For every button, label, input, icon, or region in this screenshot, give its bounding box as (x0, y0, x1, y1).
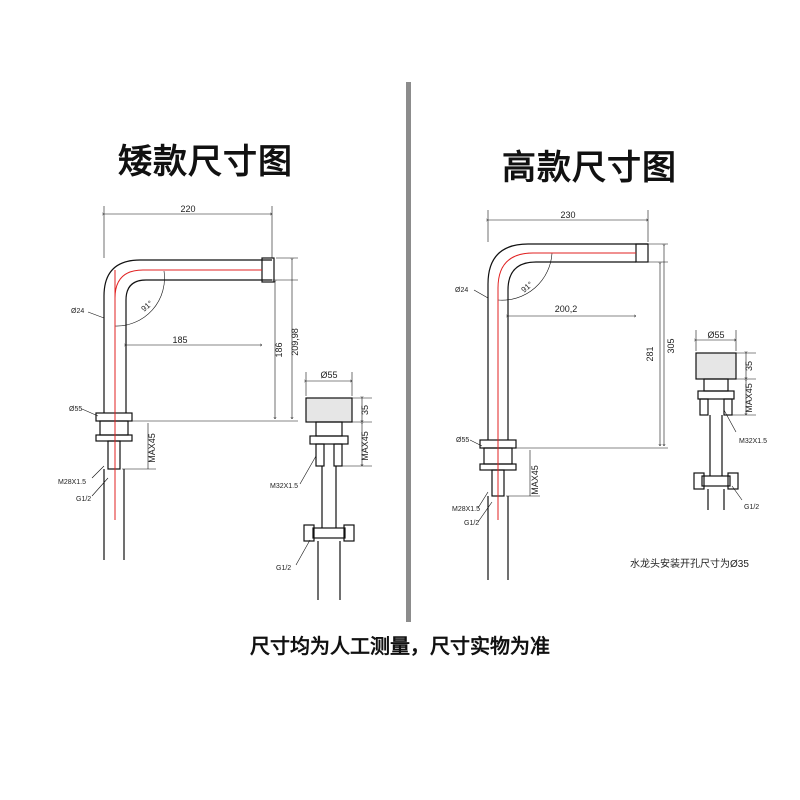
center-divider (406, 82, 411, 622)
short-width-label: 220 (180, 204, 195, 214)
tall-height2-label: 305 (666, 338, 676, 353)
tall-inner-width-label: 200,2 (555, 304, 578, 314)
short-height1-label: 186 (274, 342, 284, 357)
short-handle-max: MAX45 (360, 431, 370, 461)
tall-handle-pipe: G1/2 (744, 504, 759, 511)
tall-angle-label: 91° (520, 280, 535, 295)
tall-handle-diameter: Ø55 (707, 330, 724, 340)
tall-width-label: 230 (560, 210, 575, 220)
short-inner-width-label: 185 (172, 335, 187, 345)
tall-handle-height: 35 (744, 361, 754, 371)
short-handle-pipe: G1/2 (276, 565, 291, 572)
short-max-label: MAX45 (147, 433, 157, 463)
short-height2-label: 209,98 (290, 328, 300, 356)
tall-faucet-centerline (497, 252, 636, 520)
short-handle-diameter: Ø55 (320, 370, 337, 380)
short-handle-height: 35 (360, 405, 370, 415)
short-thread-label: M28X1.5 (58, 479, 86, 486)
tall-handle-max: MAX45 (744, 383, 754, 413)
title-tall-faucet: 高款尺寸图 (502, 148, 677, 188)
short-faucet-drawing (81, 206, 298, 560)
tall-pipe-label: G1/2 (464, 520, 479, 527)
short-handle-drawing (295, 372, 372, 600)
tall-pipe-diameter: Ø24 (455, 287, 468, 294)
tall-faucet-drawing (469, 210, 668, 580)
short-base-diameter: Ø55 (69, 406, 82, 413)
tall-handle-thread: M32X1.5 (739, 438, 767, 445)
tall-handle-drawing (693, 330, 756, 510)
tall-thread-label: M28X1.5 (452, 506, 480, 513)
install-hole-note: 水龙头安装开孔尺寸为Ø35 (630, 557, 749, 570)
tall-base-diameter: Ø55 (456, 437, 469, 444)
short-handle-thread: M32X1.5 (270, 483, 298, 490)
measurement-disclaimer: 尺寸均为人工测量，尺寸实物为准 (250, 634, 550, 658)
short-pipe-label: G1/2 (76, 496, 91, 503)
tall-max-label: MAX45 (530, 465, 540, 495)
tall-height1-label: 281 (645, 346, 655, 361)
title-short-faucet: 矮款尺寸图 (118, 142, 293, 182)
short-angle-label: 91° (140, 299, 155, 314)
short-pipe-diameter: Ø24 (71, 308, 84, 315)
